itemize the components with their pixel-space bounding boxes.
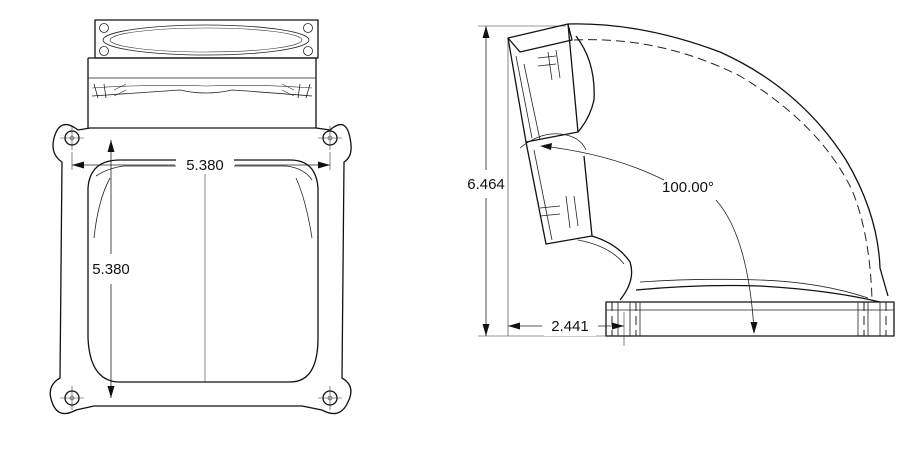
side-offset-dimension: 2.441	[507, 40, 625, 346]
top-flange	[94, 19, 319, 59]
side-height-dimension: 6.464	[462, 25, 606, 337]
front-view: 5.380 5.380	[49, 19, 352, 415]
upper-flange	[507, 23, 579, 143]
front-width-dimension: 5.380	[71, 152, 331, 174]
side-height-label: 6.464	[467, 176, 505, 193]
base-flange	[49, 123, 352, 415]
side-view: 6.464 2.441 100.00°	[462, 23, 895, 346]
side-base-flange	[605, 301, 895, 337]
bolt-holes	[60, 126, 342, 410]
intake-neck	[87, 57, 317, 128]
side-angle-label: 100.00°	[662, 179, 714, 196]
side-flange	[519, 133, 593, 245]
front-height-dimension: 5.380	[89, 140, 135, 398]
bolt-hole-bottom-right	[318, 386, 342, 410]
side-angle-dimension: 100.00°	[540, 143, 758, 334]
bolt-hole-bottom-left	[60, 386, 84, 410]
side-offset-label: 2.441	[551, 318, 589, 335]
front-height-label: 5.380	[92, 261, 130, 278]
front-width-label: 5.380	[186, 157, 224, 174]
bolt-hole-top-right	[318, 126, 342, 150]
elbow-body	[567, 23, 889, 303]
bolt-hole-top-left	[60, 126, 84, 150]
